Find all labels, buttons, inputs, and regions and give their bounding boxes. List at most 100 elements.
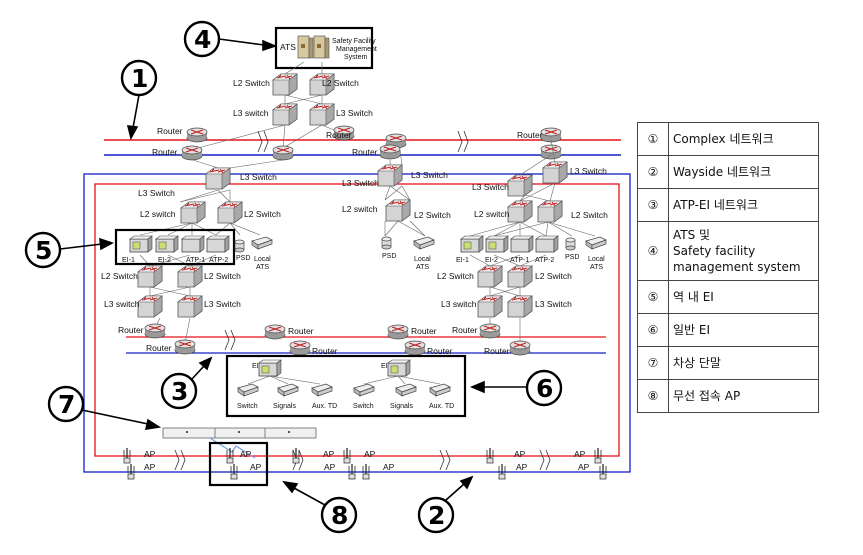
ats-sfms-group: ATS Safety Facility Management System xyxy=(274,26,377,70)
atp2-label: ATP-2 xyxy=(535,257,554,264)
ei-label: EI xyxy=(252,363,259,370)
router-label: Router xyxy=(288,326,314,336)
router-label: Router xyxy=(157,126,183,136)
ei1-label: EI-1 xyxy=(456,257,469,264)
legend-text: 역 내 EI xyxy=(668,280,819,314)
callouts: 4 1 5 3 6 7 8 2 xyxy=(24,20,563,534)
l2-switch-label: L2 Switch xyxy=(535,271,572,281)
atp1-label: ATP-1 xyxy=(510,257,529,264)
sfms-label-2: Management xyxy=(336,46,377,53)
legend-text: ATP-EI 네트워크 xyxy=(668,188,819,222)
ei1-label: EI-1 xyxy=(122,257,135,264)
l3-switch-label: L3 Switch xyxy=(204,299,241,309)
router-label: Router xyxy=(152,147,178,157)
l3-switch-label: L3 Switch xyxy=(138,188,175,198)
callout-4-text: 4 xyxy=(194,25,211,54)
ap-label: AP xyxy=(144,449,156,459)
wayside-network xyxy=(83,173,631,473)
l2-switch-label: L2 Switch xyxy=(414,210,451,220)
l3-switch-label: L3 Switch xyxy=(342,178,379,188)
ap-label: AP xyxy=(578,462,590,472)
l2-switch-label: L2 Switch xyxy=(204,271,241,281)
legend-number: ⑦ xyxy=(637,346,669,380)
l2-switch-label: L2 Switch xyxy=(571,210,608,220)
callout-2-text: 2 xyxy=(428,501,445,530)
local-ats-label: ATS xyxy=(256,264,269,271)
ap-label: AP xyxy=(240,449,252,459)
l2-switch-label: L2 switch xyxy=(342,204,378,214)
legend-number: ② xyxy=(637,155,669,189)
local-ats-label: Local xyxy=(414,256,431,263)
top-switch-stack: L2 Switch L2 Switch L3 switch L3 Switch xyxy=(197,61,373,149)
legend-text: 무선 접속 AP xyxy=(668,379,819,413)
legend-text: 차상 단말 xyxy=(668,346,819,380)
router-label: Router xyxy=(312,346,338,356)
left-station: L3 Switch L3 Switch L2 switch L2 Switch … xyxy=(101,159,284,344)
onboard-train xyxy=(162,427,317,459)
signals-label: Signals xyxy=(390,403,413,410)
top-l2-switch-right: L2 Switch xyxy=(322,78,359,88)
ei2-label: EI-2 xyxy=(158,257,171,264)
callout-7 xyxy=(47,385,85,423)
legend-text: ATS 및 Safety facility management system xyxy=(668,221,819,281)
callout-7-text: 7 xyxy=(58,390,75,419)
atp-ei-network xyxy=(126,336,606,354)
psd-label: PSD xyxy=(565,254,579,261)
ap-label: AP xyxy=(574,449,586,459)
local-ats-label: Local xyxy=(254,256,271,263)
l3-switch-label: L3 Switch xyxy=(411,170,448,180)
legend-text: Wayside 네트워크 xyxy=(668,155,819,189)
legend-number: ③ xyxy=(637,188,669,222)
complex-routers: Router Router Router Router Router xyxy=(152,125,562,161)
local-ats-label: ATS xyxy=(416,264,429,271)
ap-label: AP xyxy=(250,462,262,472)
aux-td-label: Aux. TD xyxy=(429,403,454,410)
psd-label: PSD xyxy=(382,253,396,260)
legend-number: ⑧ xyxy=(637,379,669,413)
callout-8-text: 8 xyxy=(331,501,348,530)
legend-number: ⑤ xyxy=(637,280,669,314)
atp1-label: ATP-1 xyxy=(186,257,205,264)
ei-label: EI xyxy=(381,363,388,370)
local-ats-label: ATS xyxy=(590,264,603,271)
aux-td-label: Aux. TD xyxy=(312,403,337,410)
router-label: Router xyxy=(352,147,378,157)
sfms-label-3: System xyxy=(344,54,368,61)
sfms-label-1: Safety Facility xyxy=(332,38,376,45)
ei2-label: EI-2 xyxy=(485,257,498,264)
switch-label: Switch xyxy=(237,403,258,410)
l2-switch-label: L2 switch xyxy=(140,209,176,219)
ap-row: AP AP AP AP AP AP AP AP AP AP AP AP xyxy=(123,441,607,487)
l2-switch-label: L2 Switch xyxy=(437,271,474,281)
router-label: Router xyxy=(517,130,543,140)
atp-ei-routers: Router Router Router Router Router Route… xyxy=(118,323,531,356)
legend-number: ⑥ xyxy=(637,313,669,347)
ap-label: AP xyxy=(364,449,376,459)
l3-switch-label: L3 switch xyxy=(441,299,477,309)
ap-label: AP xyxy=(516,462,528,472)
top-l3-switch-right: L3 Switch xyxy=(336,108,373,118)
general-ei-box: EI EI Switch Signals Aux. TD Switch Sign… xyxy=(225,354,467,418)
middle-station: L3 Switch L3 Switch L2 switch L2 Switch … xyxy=(342,149,451,271)
l2-switch-label: L2 Switch xyxy=(244,209,281,219)
ats-label: ATS xyxy=(280,42,296,52)
legend-number: ① xyxy=(637,122,669,156)
callout-3 xyxy=(160,372,198,410)
ap-label: AP xyxy=(514,449,526,459)
right-station: L3 Switch L3 Switch L2 switch L2 Switch … xyxy=(437,139,608,343)
l3-switch-label: L3 Switch xyxy=(570,166,607,176)
router-label: Router xyxy=(146,343,172,353)
break-marks xyxy=(174,130,551,471)
l3-switch-label: L3 Switch xyxy=(535,299,572,309)
ap-highlight-box xyxy=(208,441,269,487)
l3-switch-label: L3 switch xyxy=(104,299,140,309)
switch-label: Switch xyxy=(353,403,374,410)
l3-switch-label: L3 Switch xyxy=(472,182,509,192)
